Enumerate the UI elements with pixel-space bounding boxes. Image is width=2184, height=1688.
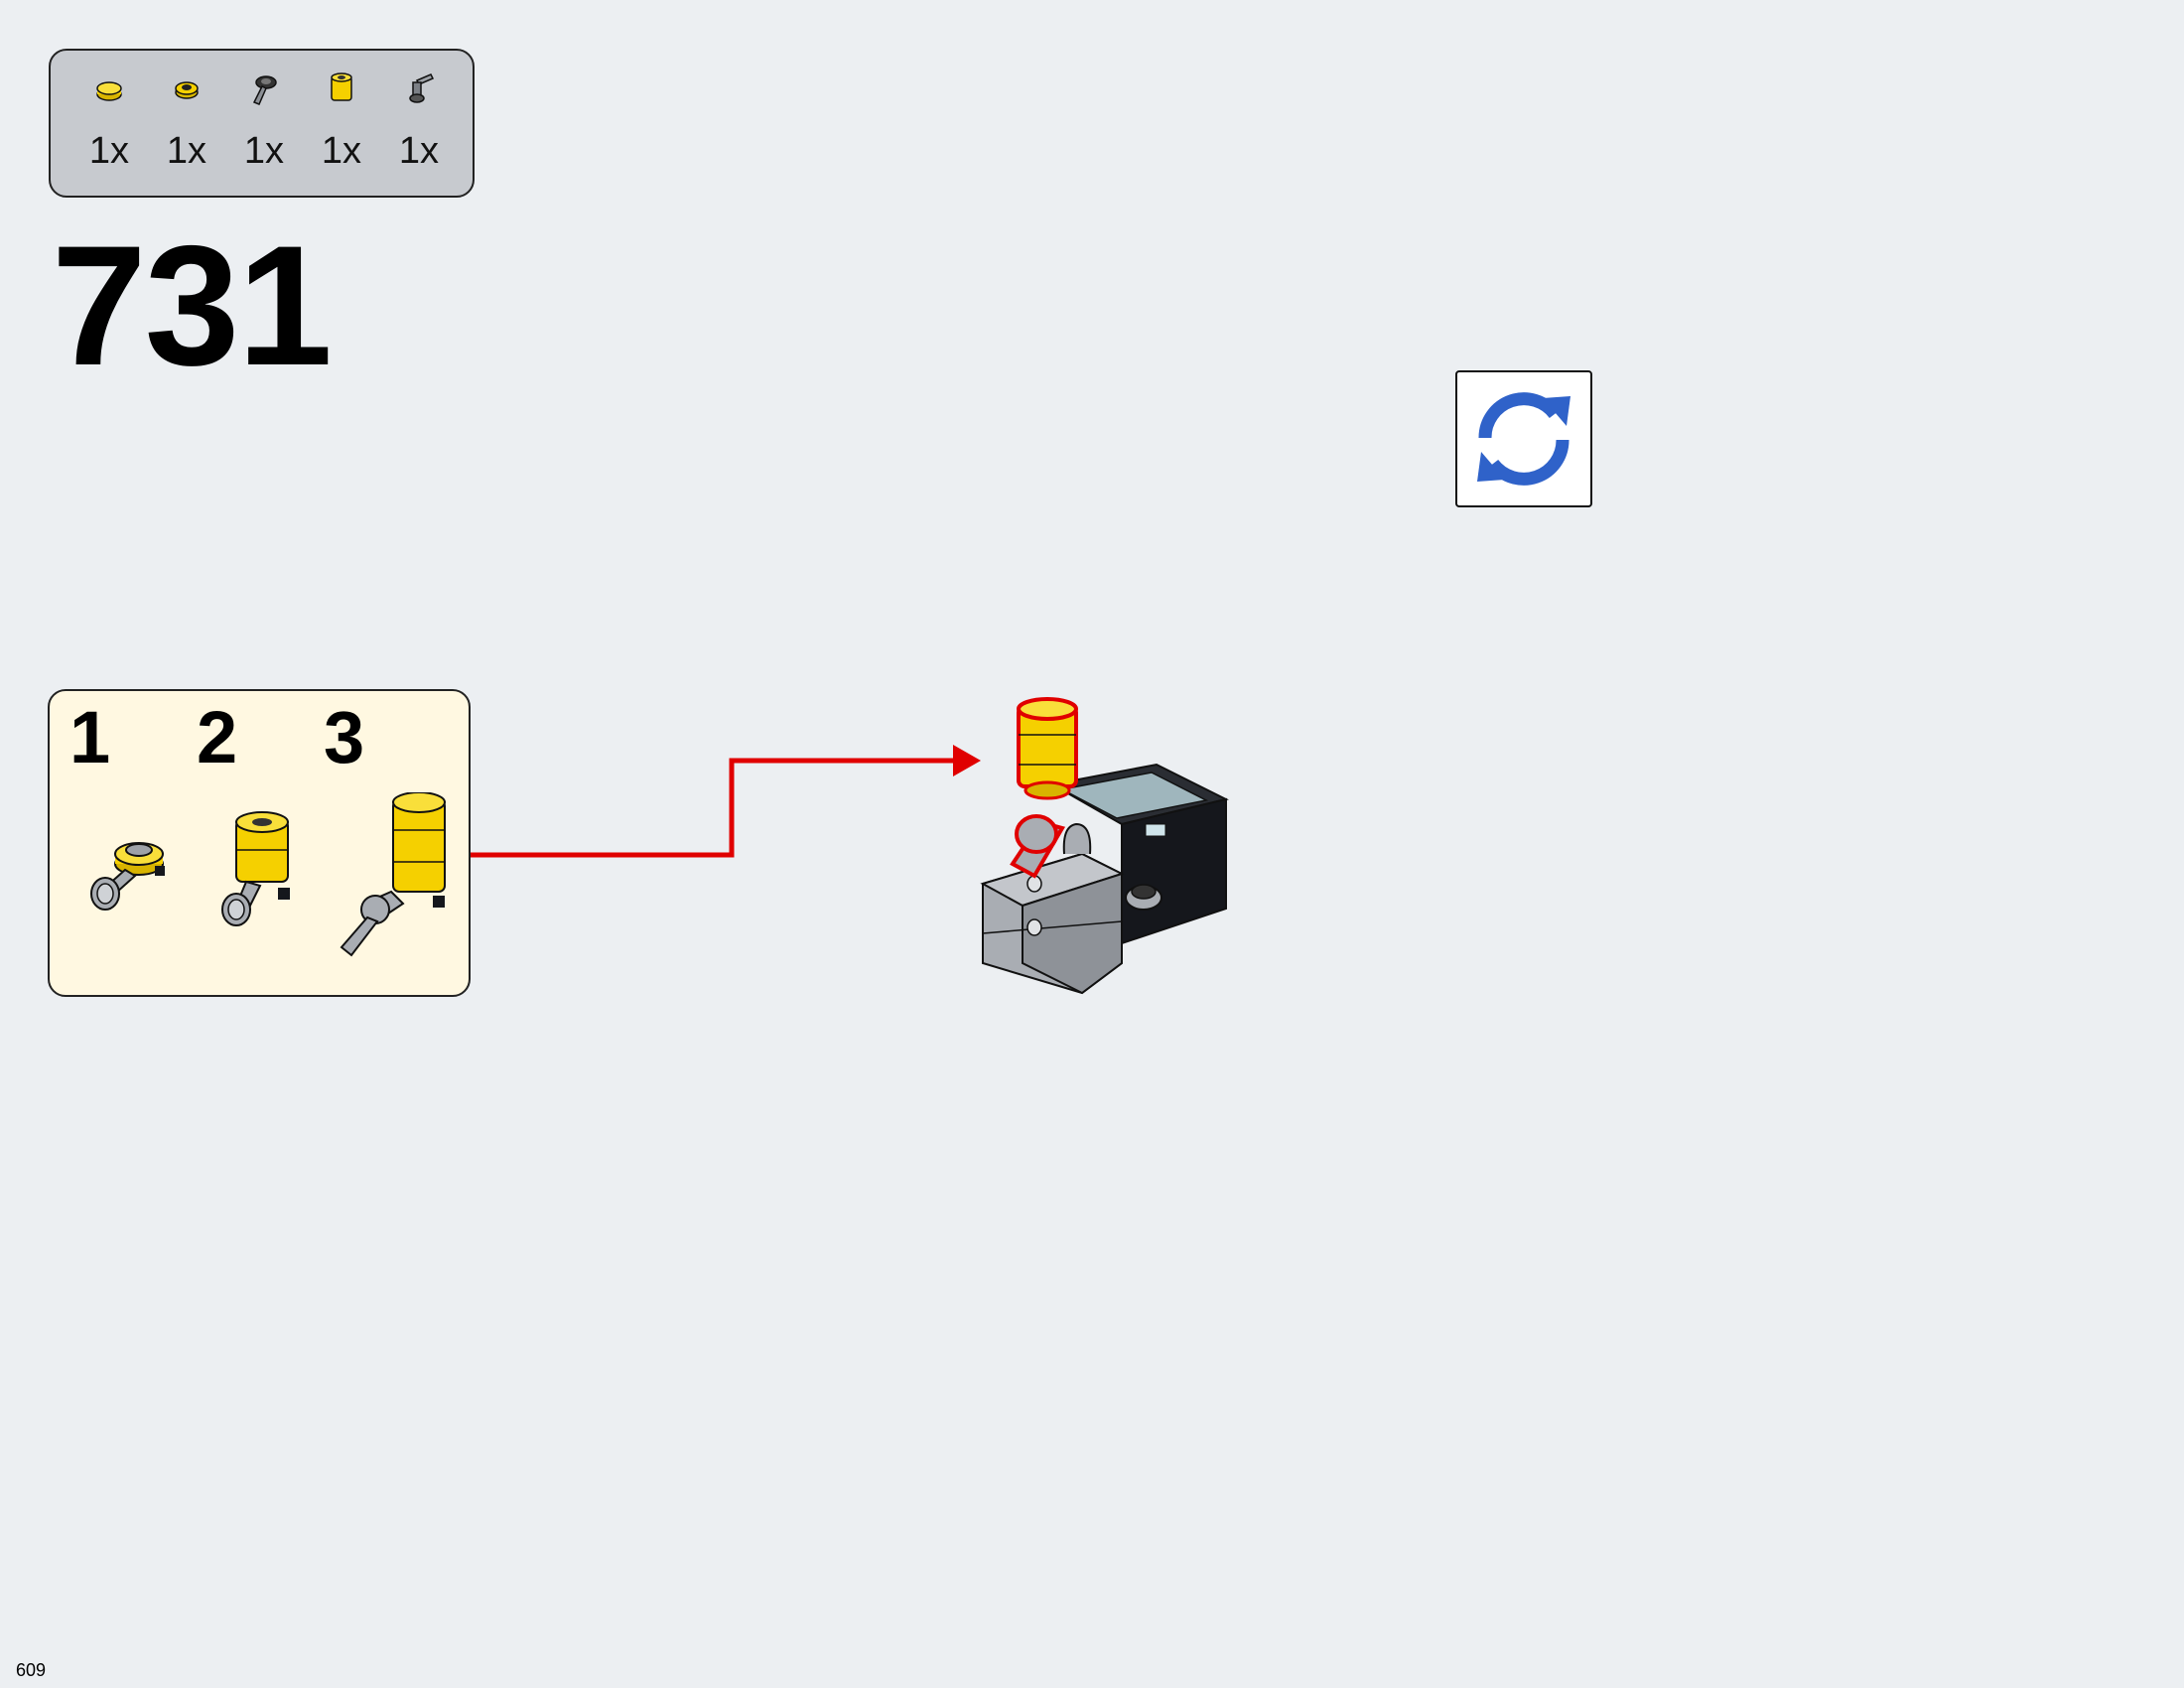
yellow-round-plate-icon [96,81,122,101]
yellow-round-brick-icon [331,72,352,101]
step-number: 731 [52,211,333,401]
page-number: 609 [16,1660,47,1680]
part-qty: 1x [398,130,440,172]
part-qty: 1x [88,130,130,172]
substep-number: 1 [69,696,111,778]
rotate-model-box [1455,370,1592,507]
substep-2-assembly-icon [221,811,290,926]
substep-3-assembly-icon [340,792,446,957]
black-round-plate-icon [175,81,199,99]
rotate-model-icon [1477,392,1570,486]
part-qty: 1x [321,130,362,172]
substep-number: 3 [324,696,365,778]
part-yellow-round-brick: 1x [303,69,380,188]
part-black-round-plate: 1x [148,69,225,188]
dark-clip-bar-icon [252,75,277,105]
substep-1-assembly-icon [90,842,165,911]
main-model-illustration [980,697,1229,995]
substep-callout: 1 2 3 [48,689,471,997]
part-yellow-round-plate: 1x [70,69,148,188]
part-qty: 1x [243,130,285,172]
parts-list-callout: 1x 1x 1x 1x 1x [49,49,475,198]
gray-bar-holder-icon [409,73,435,103]
substep-number: 2 [197,696,238,778]
part-dark-clip-bar: 1x [225,69,303,188]
part-gray-bar-holder: 1x [380,69,458,188]
part-qty: 1x [166,130,207,172]
